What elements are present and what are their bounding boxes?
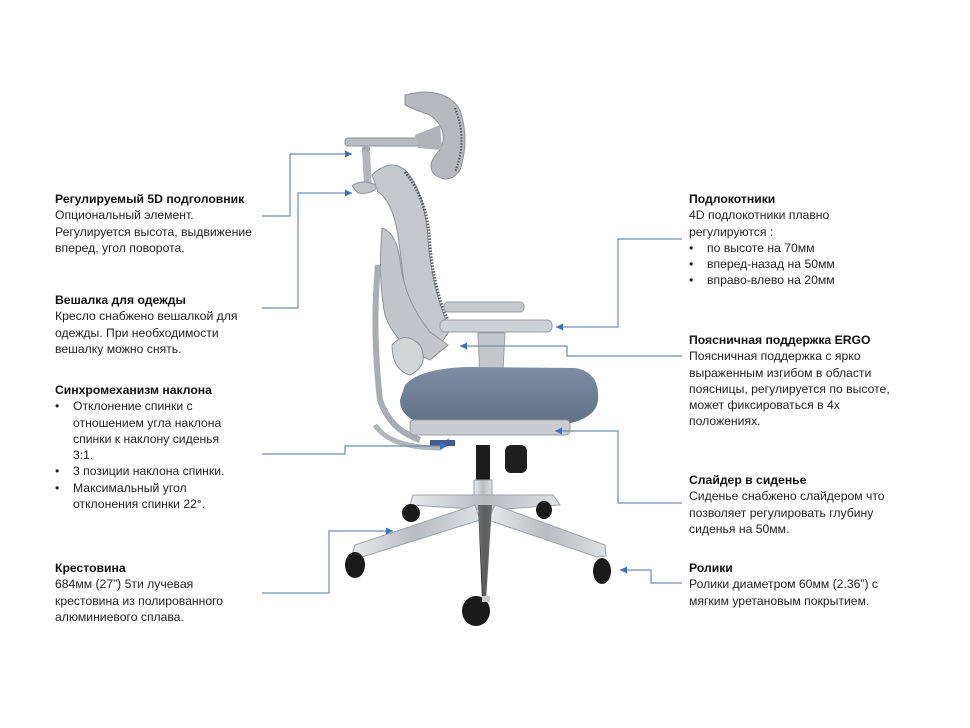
callout-lumbar: Поясничная поддержка ERGO Поясничная под…: [689, 332, 919, 430]
callout-text: Кресло снабжено вешалкой для: [55, 309, 238, 324]
callout-casters: Ролики Ролики диаметром 60мм (2.36”) с м…: [689, 560, 919, 609]
callout-text: регулируются :: [689, 224, 774, 239]
casters: [345, 501, 611, 626]
callout-text: сиденья на 50мм.: [689, 521, 790, 536]
callout-text: мягким уретановым покрытием.: [689, 593, 870, 608]
connector-hanger: [262, 189, 352, 309]
bullet-text: Максимальный угол: [73, 480, 187, 495]
callout-text: вешалку можно снять.: [55, 341, 182, 356]
callout-title: Крестовина: [55, 561, 126, 575]
bullet-item: 3 позиции наклона спинки.: [55, 463, 275, 480]
callout-base: Крестовина 684мм (27”) 5ти лучевая крест…: [55, 560, 275, 625]
callout-title: Синхромеханизм наклона: [55, 383, 212, 397]
callout-text: Регулируется высота, выдвижение: [55, 224, 252, 239]
callout-title: Регулируемый 5D подголовник: [55, 192, 245, 206]
seat-frame: [409, 419, 571, 436]
callout-title: Подлокотники: [689, 192, 776, 206]
bullet-text: 3 позиции наклона спинки.: [73, 464, 225, 479]
connector-synchro: [262, 442, 447, 455]
connector-headrest: [262, 150, 352, 217]
connector-seat-slider: [555, 427, 682, 504]
bullet-text: спинки к наклону сиденья: [73, 431, 220, 446]
bullet-text: 3:1.: [73, 448, 94, 463]
connector-lumbar: [460, 342, 682, 357]
callout-text: алюминиевого сплава.: [55, 609, 184, 624]
callout-bullets: Отклонение спинки с отношением угла накл…: [55, 398, 275, 512]
backrest: [371, 164, 454, 443]
connector-base: [262, 527, 393, 594]
callout-text: выраженным изгибом в области: [689, 365, 872, 380]
bullet-item: вперед-назад на 50мм: [689, 256, 909, 273]
callout-bullets: по высоте на 70мм вперед-назад на 50мм в…: [689, 240, 909, 289]
callout-text: 4D подлокотники плавно: [689, 208, 830, 223]
bullet-item: Отклонение спинки с отношением угла накл…: [55, 398, 275, 463]
callout-hanger: Вешалка для одежды Кресло снабжено вешал…: [55, 292, 275, 357]
bullet-text: отклонения спинки 22°.: [73, 497, 206, 512]
bullet-item: Максимальный угол отклонения спинки 22°.: [55, 480, 275, 513]
connector-casters: [620, 566, 682, 584]
callout-text: вперед, угол поворота.: [55, 240, 185, 255]
bullet-text: Отклонение спинки с: [73, 399, 193, 414]
callout-text: Ролики диаметром 60мм (2.36”) с: [689, 577, 878, 592]
callout-text: Сиденье снабжено слайдером что: [689, 489, 885, 504]
headrest: [344, 91, 466, 190]
callout-title: Поясничная поддержка ERGO: [689, 333, 871, 347]
callout-title: Слайдер в сиденье: [689, 473, 807, 487]
five-star-base: [351, 494, 607, 600]
bullet-text: отношением угла наклона: [73, 415, 222, 430]
callout-synchro: Синхромеханизм наклона Отклонение спинки…: [55, 382, 275, 512]
callout-text: может фиксироваться в 4х: [689, 398, 840, 413]
callout-text: крестовина из полированного: [55, 593, 224, 608]
callout-armrests: Подлокотники 4D подлокотники плавно регу…: [689, 191, 909, 289]
seat-cushion: [400, 367, 599, 425]
callout-text: Опциональный элемент.: [55, 208, 194, 223]
callout-text: поясницы, регулируется по высоте,: [689, 381, 890, 396]
callout-text: одежды. При необходимости: [55, 325, 219, 340]
callout-text: 684мм (27”) 5ти лучевая: [55, 577, 194, 592]
callout-text: Поясничная поддержка с ярко: [689, 349, 861, 364]
bullet-item: вправо-влево на 20мм: [689, 272, 909, 289]
callout-title: Ролики: [689, 561, 733, 575]
callout-text: положениях.: [689, 414, 761, 429]
callout-title: Вешалка для одежды: [55, 293, 186, 307]
callout-headrest: Регулируемый 5D подголовник Опциональный…: [55, 191, 275, 256]
tilt-knob: [505, 445, 527, 473]
gas-cylinder: [476, 445, 490, 485]
connector-armrests: [556, 238, 682, 331]
bullet-item: по высоте на 70мм: [689, 240, 909, 257]
callout-seat-slider: Слайдер в сиденье Сиденье снабжено слайд…: [689, 472, 919, 537]
callout-text: позволяет регулировать глубину: [689, 505, 874, 520]
